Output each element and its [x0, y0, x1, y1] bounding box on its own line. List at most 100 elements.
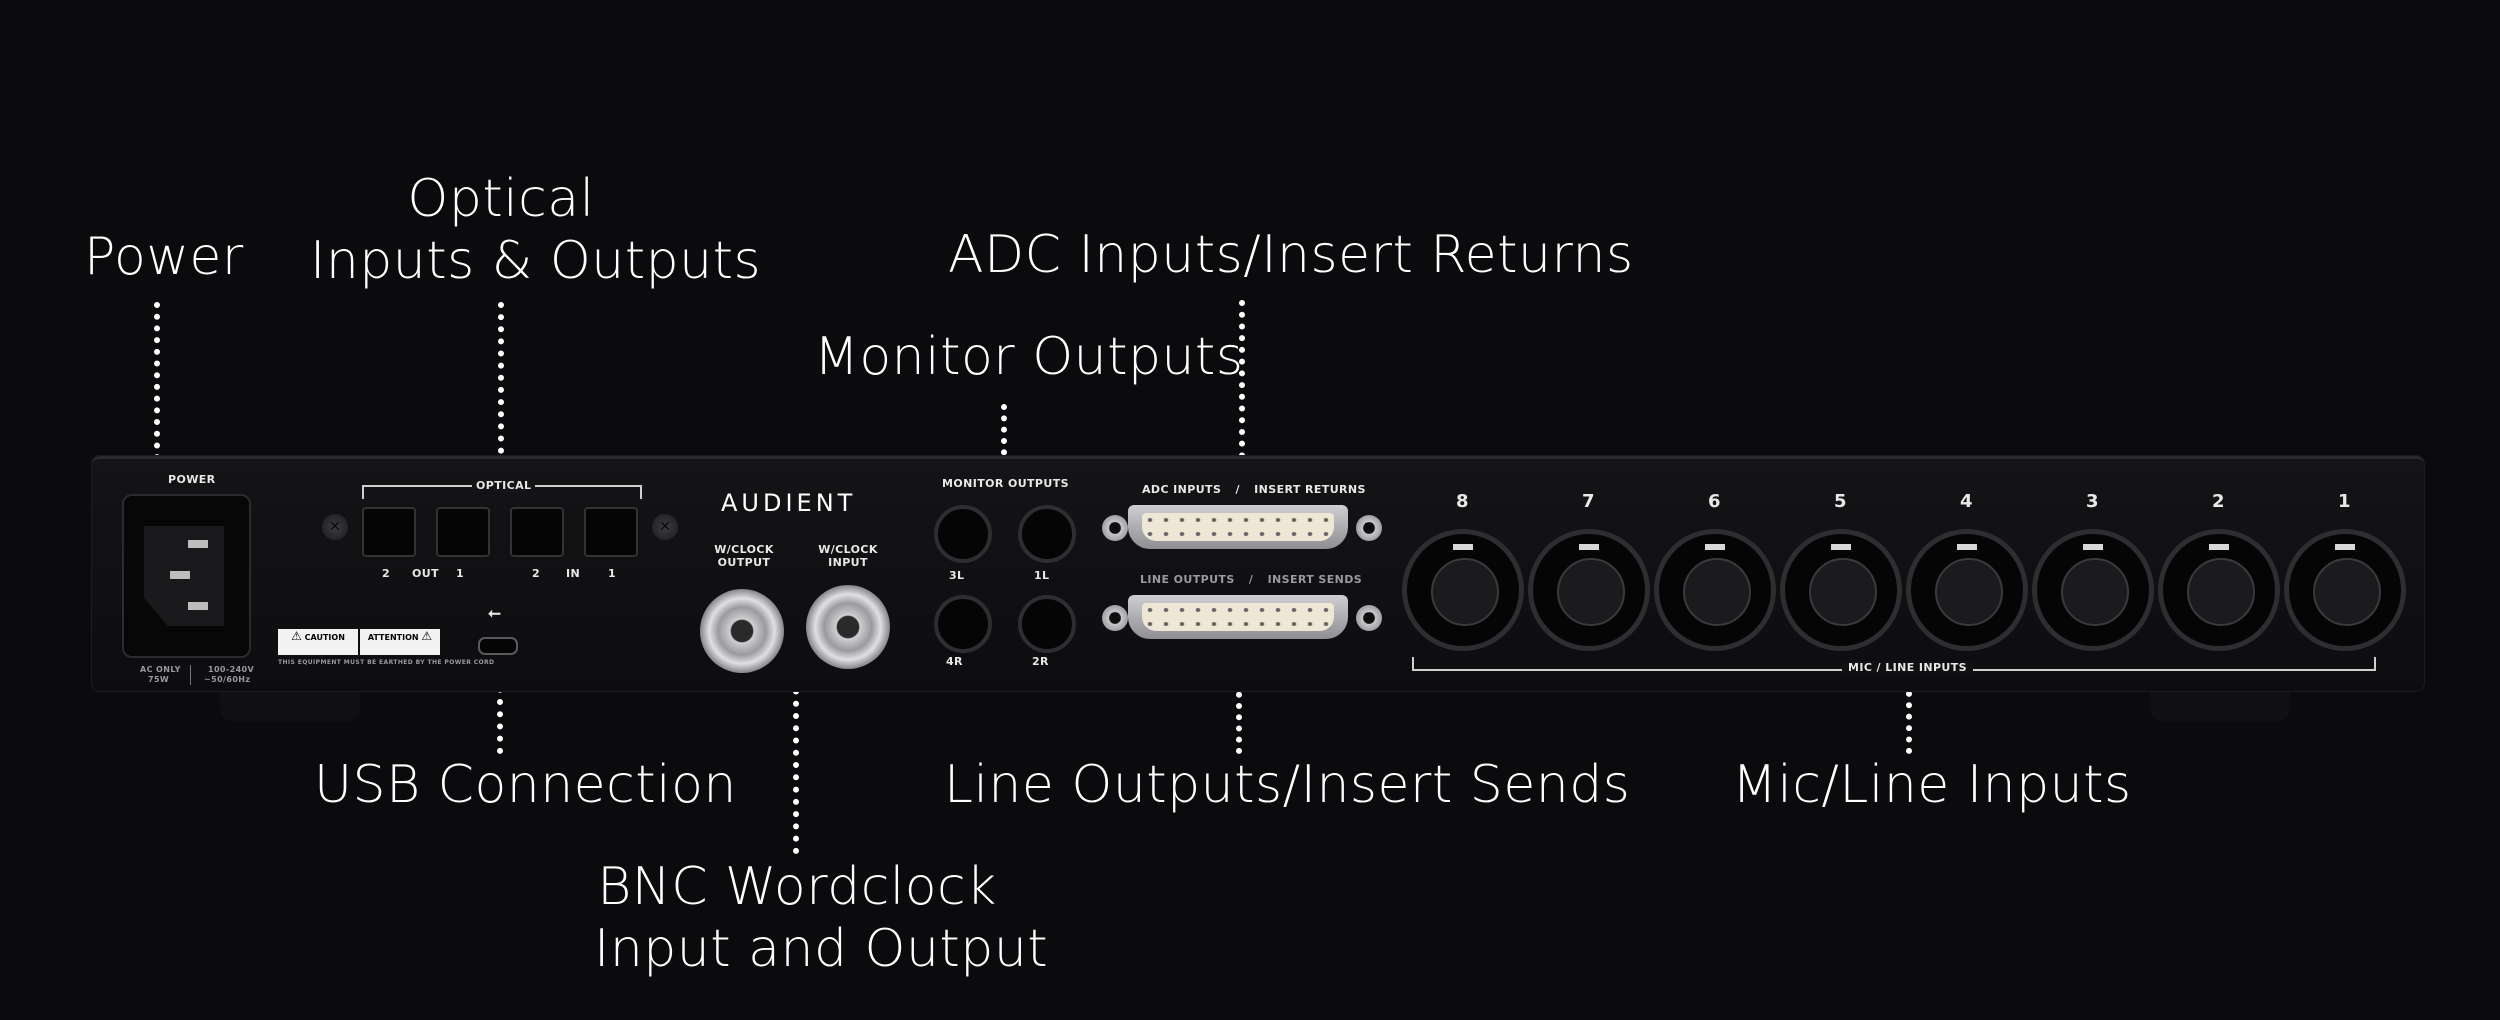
mic-channel-number: 3	[2086, 491, 2099, 512]
leader-bnc	[793, 664, 805, 854]
rack-foot-left	[220, 686, 360, 722]
optical-port-label: 2	[532, 567, 541, 580]
optical-port-label: IN	[566, 567, 581, 580]
optical-in-2-port[interactable]	[510, 507, 564, 557]
optical-out-1-port[interactable]	[436, 507, 490, 557]
callout-bnc-line1: BNC Wordclock	[597, 857, 997, 917]
xlr-latch	[2209, 544, 2229, 550]
xlr-combo-input-5[interactable]	[1780, 529, 1902, 651]
optical-out-2-port[interactable]	[362, 507, 416, 557]
xlr-combo-input-6[interactable]	[1654, 529, 1776, 651]
xlr-combo-input-1[interactable]	[2284, 529, 2406, 651]
leader-usb	[497, 650, 509, 754]
dsub-top-screw-left	[1102, 515, 1128, 541]
callout-power: Power	[84, 227, 244, 287]
adc-inputs-text: ADC INPUTS	[1142, 483, 1222, 496]
power-label: POWER	[168, 473, 216, 486]
xlr-latch	[1579, 544, 1599, 550]
rack-foot-right	[2150, 686, 2290, 722]
bnc-wordclock-input[interactable]	[806, 585, 890, 669]
optical-in-1-port[interactable]	[584, 507, 638, 557]
mic-channel-number: 5	[1834, 491, 1847, 512]
xlr-combo-input-2[interactable]	[2158, 529, 2280, 651]
caution-text: CAUTION	[304, 633, 345, 642]
callout-mic-line: Mic/Line Inputs	[1732, 755, 2132, 815]
rear-panel: POWER AC ONLY 75W 100-240V ~50/60Hz OPTI…	[92, 456, 2424, 691]
wclock-input-label: W/CLOCK INPUT	[818, 543, 878, 569]
caution-label: ⚠ CAUTION	[278, 629, 358, 655]
callout-usb: USB Connection	[314, 755, 737, 815]
xlr-core	[2061, 558, 2129, 626]
leader-adc	[1239, 300, 1251, 482]
monitor-jack-2r[interactable]	[1018, 595, 1076, 653]
callout-bnc: BNC Wordclock Input and Output	[594, 856, 1048, 980]
iec-power-inlet[interactable]	[122, 494, 251, 658]
xlr-combo-input-7[interactable]	[1528, 529, 1650, 651]
dsub-bottom-screw-left	[1102, 605, 1128, 631]
callout-optical-line1: Optical	[407, 169, 595, 229]
usb-c-port[interactable]	[478, 637, 518, 655]
insert-sends-text: INSERT SENDS	[1267, 573, 1363, 586]
iec-socket	[144, 526, 224, 626]
power-divider	[190, 665, 191, 685]
line-outputs-text: LINE OUTPUTS	[1140, 573, 1235, 586]
mic-channel-number: 8	[1456, 491, 1469, 512]
xlr-combo-input-4[interactable]	[1906, 529, 2028, 651]
mic-channel-number: 6	[1708, 491, 1721, 512]
voltage-label: 100-240V	[208, 665, 255, 674]
mic-channel-number: 7	[1582, 491, 1595, 512]
label-slash: /	[1248, 573, 1254, 586]
optical-screw-left	[322, 514, 348, 540]
iec-pin-bottom	[188, 602, 208, 610]
dsub-adc-inputs-connector[interactable]	[1128, 505, 1348, 549]
attention-icon: ⚠	[421, 629, 433, 643]
xlr-core	[1431, 558, 1499, 626]
attention-label: ATTENTION ⚠	[360, 629, 440, 655]
xlr-core	[1935, 558, 2003, 626]
monitor-jack-label: 2R	[1032, 655, 1049, 668]
xlr-latch	[1831, 544, 1851, 550]
xlr-core	[1809, 558, 1877, 626]
bnc-wordclock-output[interactable]	[700, 589, 784, 673]
xlr-latch	[1453, 544, 1473, 550]
xlr-core	[2187, 558, 2255, 626]
frequency-label: ~50/60Hz	[204, 675, 251, 684]
dsub-line-outputs-connector[interactable]	[1128, 595, 1348, 639]
xlr-combo-input-3[interactable]	[2032, 529, 2154, 651]
leader-mic-line	[1906, 668, 1918, 754]
optical-screw-right	[652, 514, 678, 540]
xlr-combo-input-8[interactable]	[1402, 529, 1524, 651]
xlr-latch	[2083, 544, 2103, 550]
xlr-latch	[1957, 544, 1977, 550]
xlr-latch	[2335, 544, 2355, 550]
adc-inputs-label: ADC INPUTS / INSERT RETURNS	[1142, 483, 1366, 496]
attention-text: ATTENTION	[367, 633, 419, 642]
monitor-outputs-label: MONITOR OUTPUTS	[942, 477, 1069, 490]
wclock-output-label: W/CLOCK OUTPUT	[714, 543, 774, 569]
xlr-latch	[1705, 544, 1725, 550]
leader-optical	[498, 302, 510, 478]
callout-line-outputs: Line Outputs/Insert Sends	[944, 755, 1631, 815]
monitor-jack-3l[interactable]	[934, 505, 992, 563]
monitor-jack-1l[interactable]	[1018, 505, 1076, 563]
usb-icon: ⭠	[488, 603, 502, 622]
iec-pin-mid	[170, 571, 190, 579]
label-slash: /	[1235, 483, 1240, 496]
xlr-core	[1683, 558, 1751, 626]
optical-port-label: 1	[456, 567, 465, 580]
mic-channel-number: 1	[2338, 491, 2351, 512]
ac-only-label: AC ONLY	[140, 665, 181, 674]
optical-label: OPTICAL	[472, 479, 536, 492]
optical-port-label: 2	[382, 567, 391, 580]
watts-label: 75W	[148, 675, 170, 684]
monitor-jack-4r[interactable]	[934, 595, 992, 653]
dsub-bottom-screw-right	[1356, 605, 1382, 631]
brand-logo: AUDIENT	[721, 489, 857, 517]
mic-channel-number: 4	[1960, 491, 1973, 512]
xlr-core	[2313, 558, 2381, 626]
optical-port-label: 1	[608, 567, 617, 580]
callout-adc: ADC Inputs/Insert Returns	[948, 225, 1634, 285]
earth-notice: THIS EQUIPMENT MUST BE EARTHED BY THE PO…	[278, 659, 495, 666]
insert-returns-text: INSERT RETURNS	[1254, 483, 1366, 496]
callout-monitor: Monitor Outputs	[814, 327, 1244, 387]
